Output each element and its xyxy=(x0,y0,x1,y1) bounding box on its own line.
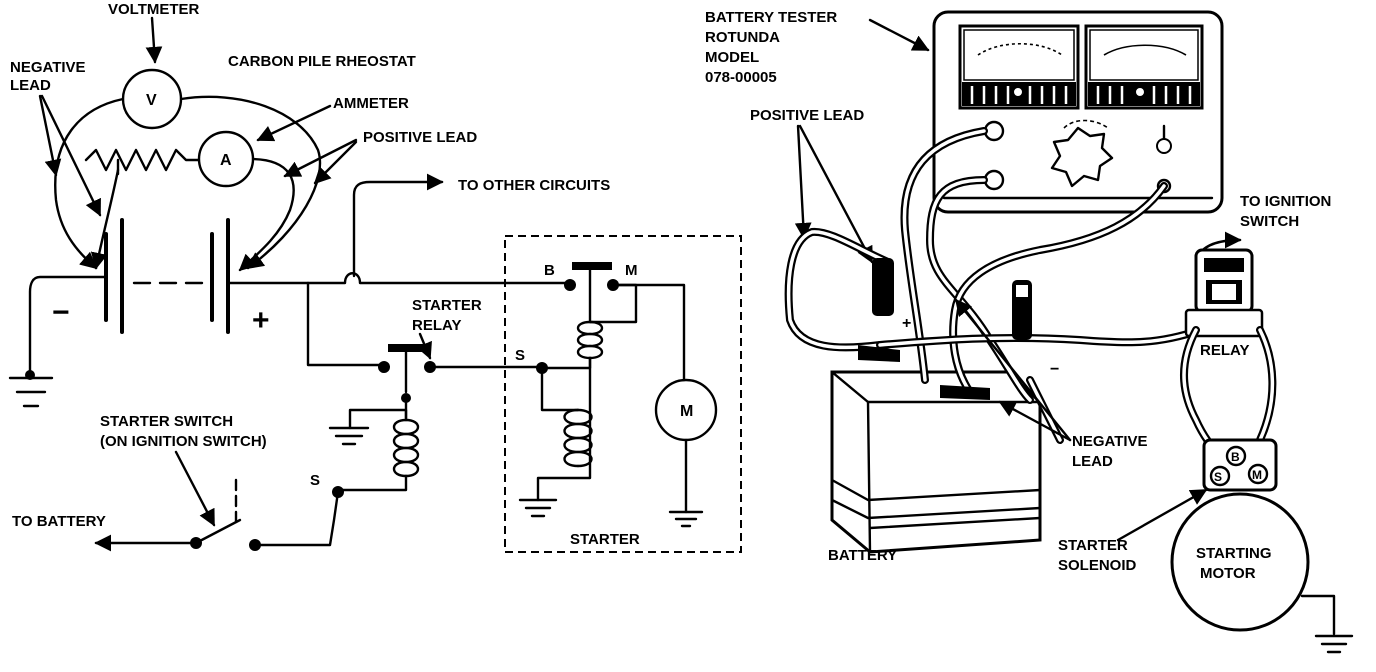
starter-s-terminal-label: S xyxy=(515,347,525,364)
positive-lead-label: POSITIVE LEAD xyxy=(363,129,477,146)
ammeter-symbol: A xyxy=(220,152,232,169)
battery-tester-label-1: BATTERY TESTER xyxy=(705,9,837,26)
starter-m-terminal-label: M xyxy=(625,262,638,279)
ground-symbol-battery xyxy=(8,370,54,408)
to-battery-label: TO BATTERY xyxy=(12,513,106,530)
negative-lead-label-1: NEGATIVE xyxy=(10,59,86,76)
battery-label: BATTERY xyxy=(828,547,897,564)
to-ignition-switch-label-2: SWITCH xyxy=(1240,213,1299,230)
to-ignition-switch-label-1: TO IGNITION xyxy=(1240,193,1331,210)
pictorial-negative-lead-label-2: LEAD xyxy=(1072,453,1113,470)
pictorial-negative-lead-label-1: NEGATIVE xyxy=(1072,433,1148,450)
voltmeter: VOLTMETER V xyxy=(54,1,322,270)
carbon-pile-rheostat: CARBON PILE RHEOSTAT xyxy=(84,53,416,270)
motor-symbol: M xyxy=(680,403,693,420)
starter-solenoid-label-1: STARTER xyxy=(1058,537,1128,554)
starter-relay-label-2: RELAY xyxy=(412,317,461,334)
solenoid-s-terminal: S xyxy=(1214,470,1222,484)
pictorial-diagram: BATTERY TESTER ROTUNDA MODEL 078-00005 xyxy=(705,9,1354,654)
battery-tester-label-2: ROTUNDA xyxy=(705,29,780,46)
starter-switch: STARTER SWITCH (ON IGNITION SWITCH) TO B… xyxy=(12,413,267,552)
negative-lead-callout: NEGATIVE LEAD xyxy=(10,59,102,217)
solenoid-m-terminal: M xyxy=(1252,468,1262,482)
positive-lead-callout-pictorial: POSITIVE LEAD xyxy=(750,107,874,264)
voltmeter-symbol: V xyxy=(146,92,157,109)
starter-solenoid: S B M STARTER SOLENOID xyxy=(1058,438,1278,574)
battery-minus-terminal: − xyxy=(1050,361,1059,378)
starting-motor-label-2: MOTOR xyxy=(1200,565,1256,582)
relay-label: RELAY xyxy=(1200,342,1249,359)
starter-b-terminal-label: B xyxy=(544,262,555,279)
schematic-diagram: VOLTMETER V NEGATIVE LEAD CARBON PILE RH… xyxy=(8,1,742,553)
to-other-circuits-label: TO OTHER CIRCUITS xyxy=(458,177,610,194)
battery-symbol: − + xyxy=(52,218,270,337)
starter-solenoid-label-2: SOLENOID xyxy=(1058,557,1137,574)
starting-motor-label-1: STARTING xyxy=(1196,545,1272,562)
tester-cables xyxy=(784,127,1204,444)
battery-plus-terminal: + xyxy=(902,315,911,332)
negative-lead-callout-pictorial: NEGATIVE LEAD xyxy=(954,298,1148,470)
starter-assembly: STARTER B M S M xyxy=(504,235,742,553)
positive-lead-callout: POSITIVE LEAD xyxy=(283,129,477,185)
battery-plus-sign: + xyxy=(252,304,270,337)
battery-tester-label-4: 078-00005 xyxy=(705,69,777,86)
negative-lead-label-2: LEAD xyxy=(10,77,51,94)
ammeter: AMMETER A xyxy=(197,95,409,272)
ammeter-label: AMMETER xyxy=(333,95,409,112)
to-other-circuits: TO OTHER CIRCUITS xyxy=(352,173,610,278)
starter-label: STARTER xyxy=(570,531,640,548)
pictorial-positive-lead-label: POSITIVE LEAD xyxy=(750,107,864,124)
starting-motor: STARTING MOTOR xyxy=(1170,492,1354,654)
starter-relay: STARTER RELAY S xyxy=(254,297,544,547)
voltmeter-label: VOLTMETER xyxy=(108,1,200,18)
solenoid-b-terminal: B xyxy=(1231,450,1240,464)
battery-minus-sign: − xyxy=(52,296,70,329)
starter-switch-label-1: STARTER SWITCH xyxy=(100,413,233,430)
starter-switch-label-2: (ON IGNITION SWITCH) xyxy=(100,433,267,450)
carbon-pile-label: CARBON PILE RHEOSTAT xyxy=(228,53,416,70)
starter-relay-label-1: STARTER xyxy=(412,297,482,314)
relay-s-terminal-label: S xyxy=(310,472,320,489)
battery-tester-label-3: MODEL xyxy=(705,49,759,66)
relay-device: TO IGNITION SWITCH RELAY xyxy=(1180,193,1331,460)
